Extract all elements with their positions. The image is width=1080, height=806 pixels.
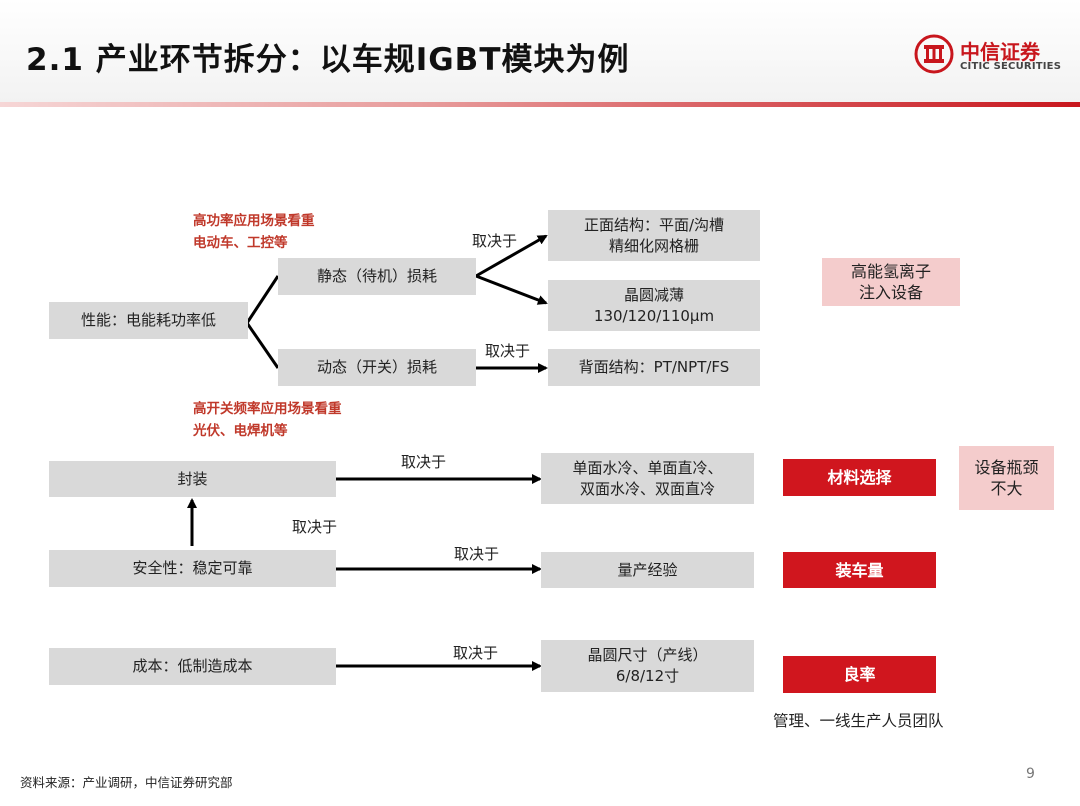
label-team: 管理、一线生产人员团队 <box>773 712 944 730</box>
page-title: 2.1 产业环节拆分：以车规IGBT模块为例 <box>26 42 630 78</box>
box-cost: 成本：低制造成本 <box>49 648 336 685</box>
box-wafer-thinning-line1: 晶圆减薄 <box>623 285 684 304</box>
label-depends-dynamic: 取决于 <box>485 342 531 360</box>
box-wafer-size: 晶圆尺寸（产线） 6/8/12寸 <box>541 640 754 692</box>
box-wafer-thinning: 晶圆减薄 130/120/110μm <box>548 280 760 331</box>
note-high-switch: 高开关频率应用场景看重 光伏、电焊机等 <box>193 398 342 442</box>
box-front-structure-line1: 正面结构：平面/沟槽 <box>583 215 725 234</box>
box-equipment-bottleneck: 设备瓶颈 不大 <box>959 446 1054 510</box>
box-ion-implant: 高能氢离子 注入设备 <box>822 258 960 306</box>
note-high-power: 高功率应用场景看重 电动车、工控等 <box>193 210 315 254</box>
box-yield: 良率 <box>783 656 936 693</box>
label-depends-package: 取决于 <box>401 453 447 471</box>
branch-line-upper <box>245 275 280 324</box>
box-vehicle-volume: 装车量 <box>783 552 936 588</box>
box-front-structure: 正面结构：平面/沟槽 精细化网格栅 <box>548 210 760 261</box>
box-ion-implant-line1: 高能氢离子 <box>850 262 931 281</box>
citic-logo: 中信证券 CITIC SECURITIES <box>914 34 1064 78</box>
box-wafer-size-line2: 6/8/12寸 <box>615 667 680 685</box>
label-depends-up: 取决于 <box>292 518 338 536</box>
citic-logo-icon <box>914 34 954 74</box>
box-wafer-size-line1: 晶圆尺寸（产线） <box>587 646 708 664</box>
slide-header <box>0 0 1080 104</box>
box-cooling-line2: 双面水冷、双面直冷 <box>579 479 715 498</box>
note-high-switch-line2: 光伏、电焊机等 <box>193 423 288 439</box>
page-number: 9 <box>1026 766 1035 782</box>
label-depends-static: 取决于 <box>472 232 518 250</box>
box-safety: 安全性：稳定可靠 <box>49 550 336 587</box>
branch-line-lower <box>245 322 280 369</box>
box-front-structure-line2: 精细化网格栅 <box>608 236 699 255</box>
source-note: 资料来源：产业调研，中信证券研究部 <box>20 775 233 790</box>
box-performance: 性能：电能耗功率低 <box>49 302 248 339</box>
box-equipment-bottleneck-line1: 设备瓶颈 <box>974 458 1039 477</box>
label-depends-safety: 取决于 <box>454 545 500 563</box>
arrow-static-to-thin <box>475 274 548 305</box>
logo-text-en: CITIC SECURITIES <box>960 61 1062 72</box>
label-depends-cost: 取决于 <box>453 644 499 662</box>
header-divider <box>0 102 1080 107</box>
box-ion-implant-line2: 注入设备 <box>858 283 923 302</box>
note-high-power-line1: 高功率应用场景看重 <box>193 213 315 229</box>
note-high-switch-line1: 高开关频率应用场景看重 <box>193 401 342 417</box>
box-back-structure: 背面结构：PT/NPT/FS <box>548 349 760 386</box>
box-wafer-thinning-line2: 130/120/110μm <box>593 306 715 325</box>
box-mass-production-experience: 量产经验 <box>541 552 754 588</box>
box-cooling: 单面水冷、单面直冷、 双面水冷、双面直冷 <box>541 453 754 504</box>
box-material-selection: 材料选择 <box>783 459 936 496</box>
logo-text-cn: 中信证券 <box>960 40 1040 64</box>
box-equipment-bottleneck-line2: 不大 <box>990 479 1023 498</box>
note-high-power-line2: 电动车、工控等 <box>193 235 288 251</box>
arrow-static-to-front <box>475 234 548 278</box>
box-dynamic-loss: 动态（开关）损耗 <box>278 349 476 386</box>
box-package: 封装 <box>49 461 336 497</box>
box-static-loss: 静态（待机）损耗 <box>278 258 476 295</box>
box-cooling-line1: 单面水冷、单面直冷、 <box>572 458 723 477</box>
